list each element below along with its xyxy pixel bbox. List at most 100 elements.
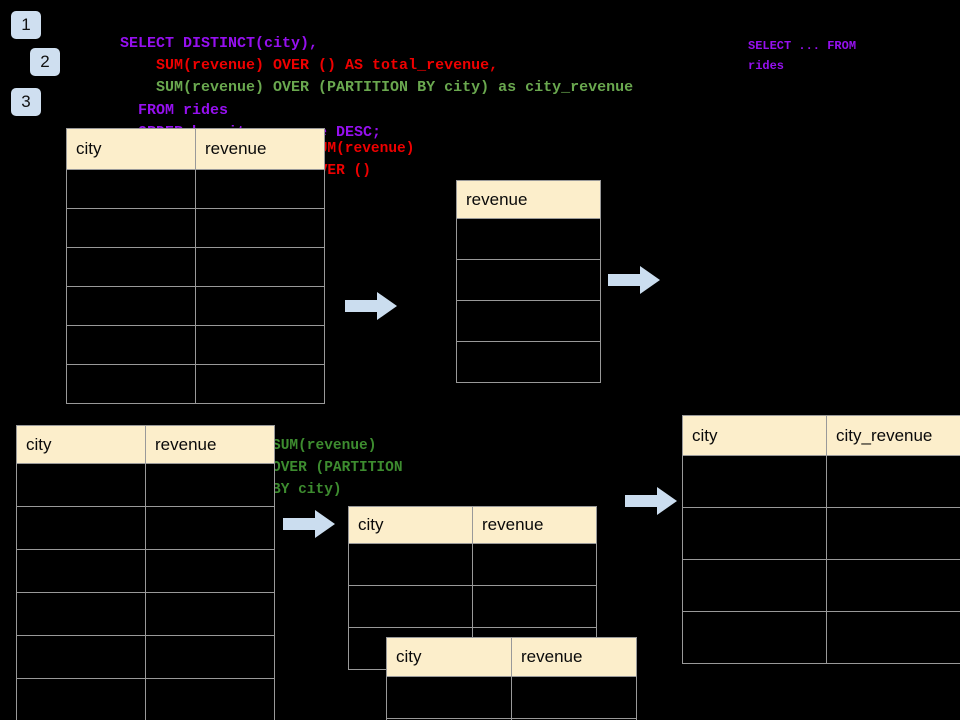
table-row	[456, 259, 601, 301]
table-body	[16, 463, 275, 720]
table-row	[16, 506, 275, 550]
sql-text-line3: SUM(revenue) OVER (PARTITION BY city) as…	[120, 78, 634, 96]
column-header-revenue: revenue	[511, 637, 637, 677]
sql-line-city-revenue: SUM(revenue) OVER (PARTITION BY city) as…	[84, 55, 633, 120]
table-row	[682, 455, 960, 508]
table-row	[386, 676, 637, 719]
table-cell	[682, 507, 827, 560]
table-cell	[66, 364, 196, 404]
table-cell	[826, 559, 960, 612]
table-cell	[66, 208, 196, 248]
table-cell	[826, 455, 960, 508]
table-cell	[16, 635, 146, 679]
table-cell	[145, 549, 275, 593]
column-header-revenue: revenue	[456, 180, 601, 219]
table-cell	[195, 208, 325, 248]
arrow-source-to-partition	[283, 510, 335, 538]
table-cell	[682, 611, 827, 664]
table-row	[456, 341, 601, 383]
table-row	[348, 585, 597, 628]
table-partition-back: city revenue	[348, 506, 597, 670]
table-cell	[826, 611, 960, 664]
table-row	[16, 678, 275, 720]
table-header-row: city revenue	[348, 506, 597, 544]
sql-side-note: SELECT ... FROM rides	[748, 39, 857, 73]
table-total-revenue: revenue	[456, 180, 601, 383]
table-cell	[66, 286, 196, 326]
step-badge-1: 1	[11, 11, 41, 39]
table-row	[456, 300, 601, 342]
table-cell	[66, 325, 196, 365]
table-cell	[195, 247, 325, 287]
table-header-row: city revenue	[386, 637, 637, 677]
table-cell	[511, 676, 637, 719]
table-result: city city_revenue	[682, 415, 960, 664]
table-body	[456, 218, 601, 383]
column-header-revenue: revenue	[145, 425, 275, 464]
table-cell	[348, 543, 473, 586]
table-cell	[16, 463, 146, 507]
annotation-total-revenue: SUM(revenue) OVER ()	[310, 141, 415, 179]
table-row	[66, 364, 325, 404]
table-header-row: revenue	[456, 180, 601, 219]
table-cell	[145, 635, 275, 679]
table-body	[66, 169, 325, 404]
table-cell	[472, 585, 597, 628]
table-source-top: city revenue	[66, 128, 325, 404]
table-cell	[195, 325, 325, 365]
table-cell	[195, 169, 325, 209]
column-header-city-revenue: city_revenue	[826, 415, 960, 456]
table-cell	[348, 585, 473, 628]
table-cell	[472, 543, 597, 586]
arrow-total-revenue-to-result	[608, 266, 660, 294]
table-row	[66, 286, 325, 326]
table-cell	[145, 592, 275, 636]
table-cell	[682, 455, 827, 508]
sql-line-total-revenue: SUM(revenue) OVER () AS total_revenue,	[84, 33, 498, 98]
table-cell	[456, 259, 601, 301]
table-cell	[682, 559, 827, 612]
table-row	[66, 247, 325, 287]
table-cell	[386, 676, 512, 719]
table-header-row: city revenue	[66, 128, 325, 170]
sql-line-select: SELECT DISTINCT(city),	[84, 11, 318, 76]
table-row	[16, 549, 275, 593]
annotation-city-revenue: SUM(revenue) OVER (PARTITION BY city)	[272, 438, 403, 498]
table-cell	[826, 507, 960, 560]
table-row	[682, 559, 960, 612]
table-cell	[195, 364, 325, 404]
table-row	[682, 507, 960, 560]
column-header-city: city	[386, 637, 512, 677]
table-partition-front: city revenue	[386, 637, 637, 720]
table-body	[682, 455, 960, 664]
table-cell	[511, 718, 637, 720]
table-cell	[195, 286, 325, 326]
column-header-city: city	[66, 128, 196, 170]
table-cell	[16, 678, 146, 720]
sql-line-from: FROM rides	[84, 78, 228, 143]
table-cell	[145, 506, 275, 550]
table-cell	[16, 549, 146, 593]
table-row	[66, 325, 325, 365]
table-header-row: city city_revenue	[682, 415, 960, 456]
arrow-partition-to-result	[625, 487, 677, 515]
table-cell	[456, 341, 601, 383]
table-row	[66, 208, 325, 248]
table-row	[682, 611, 960, 664]
table-cell	[456, 300, 601, 342]
table-row	[386, 718, 637, 720]
sql-text-line1: SELECT DISTINCT(city),	[120, 34, 319, 52]
table-row	[66, 169, 325, 209]
table-row	[16, 635, 275, 679]
table-body	[386, 676, 637, 720]
table-row	[456, 218, 601, 260]
table-header-row: city revenue	[16, 425, 275, 464]
table-row	[348, 543, 597, 586]
column-header-city: city	[348, 506, 473, 544]
column-header-city: city	[16, 425, 146, 464]
column-header-revenue: revenue	[472, 506, 597, 544]
column-header-revenue: revenue	[195, 128, 325, 170]
table-cell	[66, 247, 196, 287]
table-cell	[16, 506, 146, 550]
